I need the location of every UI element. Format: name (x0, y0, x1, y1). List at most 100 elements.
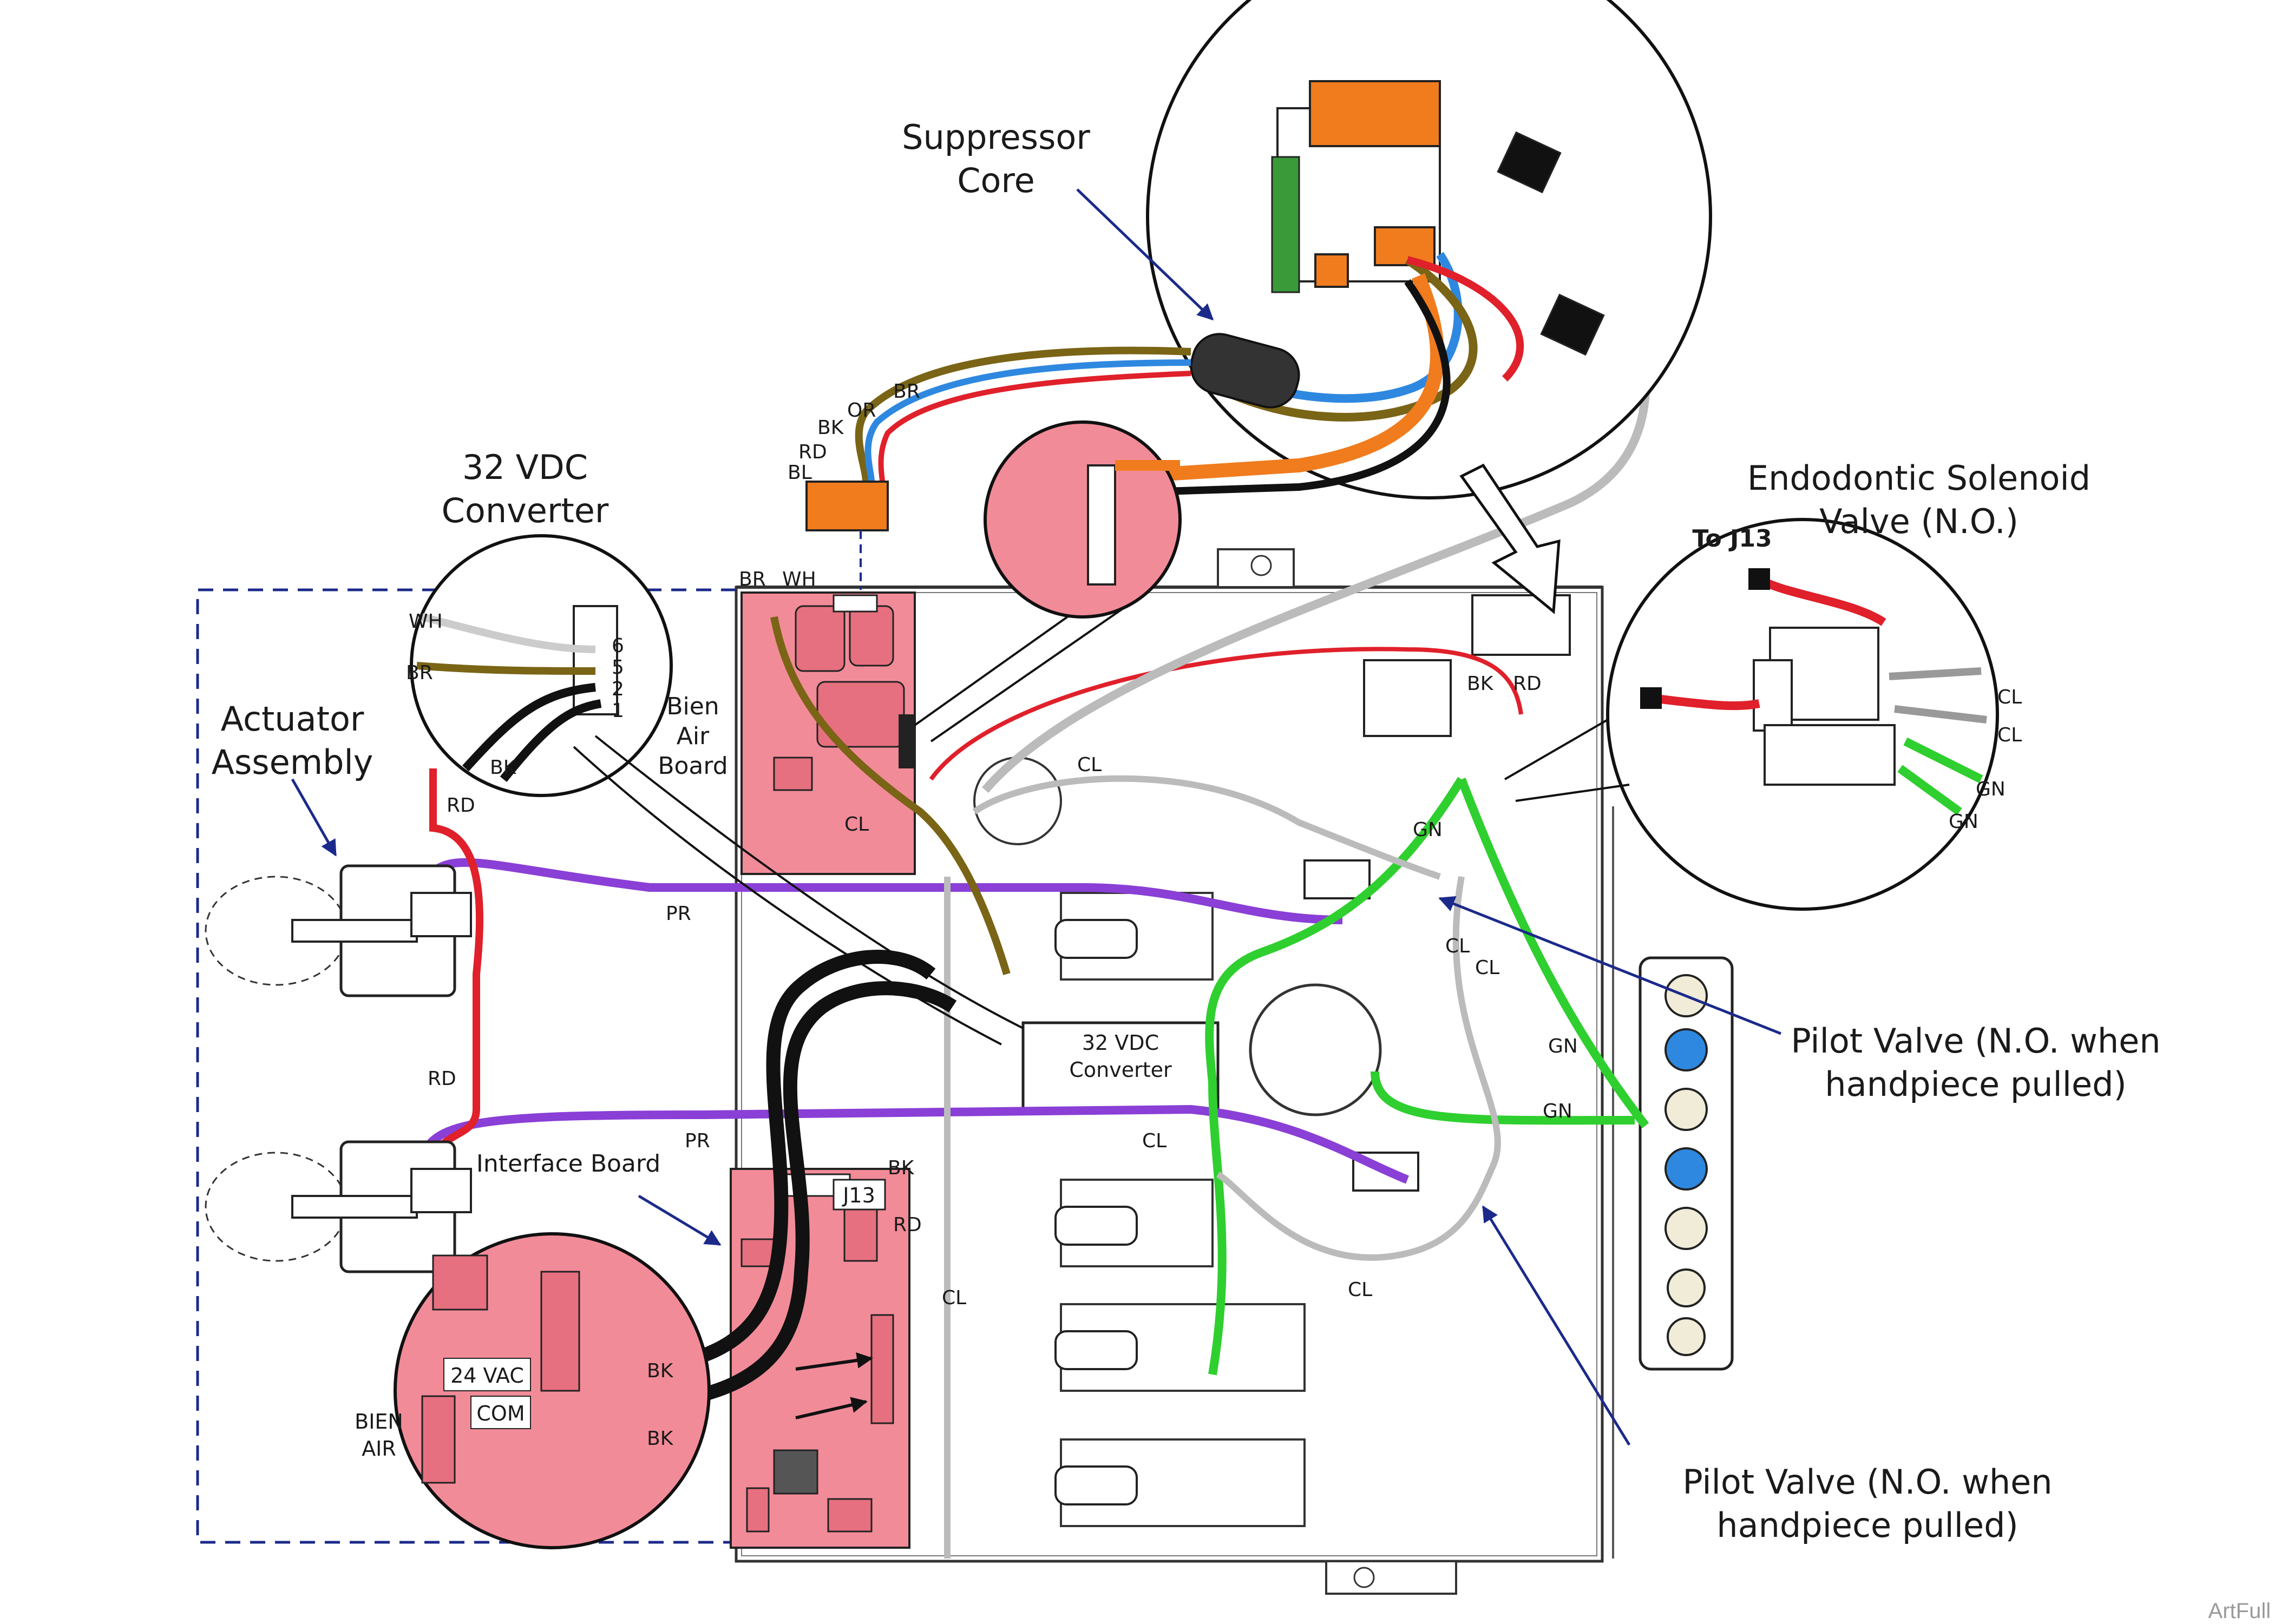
watermark: ArtFull (2208, 1599, 2271, 1623)
converter-box-label-1: 32 VDC (1082, 1031, 1159, 1055)
wire-label-bk-24vac: BK (647, 1360, 674, 1382)
callout-bien-air-2: Air (677, 722, 710, 750)
valve-stack-1 (1054, 892, 1214, 981)
wire-label-gn-1: GN (1413, 819, 1443, 841)
callout-endodontic-2: Valve (N.O.) (1819, 502, 2019, 541)
wire-label-gn-2: GN (1548, 1035, 1578, 1057)
callout-lines (291, 188, 1781, 1446)
callout-converter-1: 32 VDC (462, 448, 588, 487)
inset-wire-wh: WH (409, 610, 443, 633)
label-24vac: 24 VAC (450, 1364, 524, 1388)
endo-wire-gn-2: GN (1949, 811, 1978, 833)
callout-interface-board: Interface Board (476, 1150, 660, 1178)
pin-1: 1 (612, 700, 624, 722)
valve-stack-3 (1054, 1303, 1306, 1392)
wire-label-cl-4: CL (1348, 1279, 1372, 1301)
wire-label-cl-2: CL (1142, 1130, 1167, 1152)
wire-label-cl-1: CL (1077, 754, 1102, 776)
converter-32vdc-box: 32 VDC Converter (1021, 1021, 1220, 1111)
wire-black-to-connector (1131, 279, 1451, 496)
chassis-tab-bottom (1325, 1560, 1457, 1595)
wire-label-pr-2: PR (685, 1130, 710, 1152)
wire-pr-upper (418, 858, 1343, 924)
wire-label-br-top: BR (893, 380, 920, 403)
wire-label-bk-solenoid: BK (1467, 673, 1494, 695)
wire-label-bl: BL (788, 462, 812, 484)
wire-harness-bl (864, 359, 1191, 482)
callout-pilot-lower-2: handpiece pulled) (1716, 1505, 2018, 1545)
wire-harness-br (855, 346, 1191, 482)
callout-pilot-upper-1: Pilot Valve (N.O. when (1791, 1021, 2160, 1061)
label-com: COM (476, 1402, 525, 1425)
inset-wire-bk: BK (490, 757, 517, 779)
valve-stack-4 (1054, 1438, 1306, 1527)
callout-suppressor-2: Core (957, 161, 1035, 200)
endo-wire-cl-1: CL (1997, 686, 2022, 708)
wire-label-bk-top: BK (817, 417, 844, 439)
inset-connector-zoom (914, 420, 1182, 742)
wire-label-cl-3: CL (942, 1287, 966, 1309)
wire-label-bk-com: BK (647, 1428, 674, 1450)
actuator-assembly-lower (205, 1140, 472, 1273)
callout-pilot-upper-2: handpiece pulled) (1825, 1064, 2126, 1104)
wire-label-or: OR (847, 399, 876, 422)
wire-cl-top (972, 775, 1441, 880)
wire-label-rd-actuator-2: RD (428, 1068, 456, 1090)
actuator-assembly-upper (205, 864, 472, 997)
callout-endodontic-1: Endodontic Solenoid (1747, 458, 2090, 498)
wire-label-rd-j13: RD (893, 1214, 922, 1236)
callout-actuator-2: Assembly (212, 742, 373, 782)
label-bien-air-inset-2: AIR (362, 1437, 396, 1461)
wire-gn-main (1205, 777, 1465, 1376)
wire-br-bundle (770, 616, 1011, 976)
callout-actuator-1: Actuator (221, 699, 364, 739)
j13-box (833, 1179, 886, 1211)
inset-32vdc-converter: 6 5 2 1 WH BR BK (406, 534, 1024, 1046)
endo-wire-gn-1: GN (1976, 778, 2006, 800)
wire-cl-mid (1216, 876, 1501, 1261)
wire-label-br-board: BR (739, 568, 766, 590)
wire-gn-right (1457, 778, 1649, 1128)
filter-circle-upper (1249, 983, 1382, 1116)
arrow-com (795, 1397, 868, 1419)
inset-wire-br: BR (406, 662, 433, 684)
pin-5: 5 (612, 656, 624, 679)
wire-label-cl-6: CL (1475, 957, 1499, 979)
inset-endodontic-solenoid: To J13 CL CL GN GN (1504, 518, 2022, 911)
interface-board (730, 1168, 910, 1549)
wire-label-rd-solenoid: RD (1513, 673, 1542, 695)
orange-harness-connector (805, 481, 889, 531)
wire-harness-rd (878, 371, 1191, 482)
endodontic-solenoid-on-chassis (1363, 594, 1571, 737)
suppressor-core-ferrite (1190, 333, 1300, 409)
wire-rd-actuator (429, 768, 484, 1160)
handpiece-holder-panel (1639, 956, 1734, 1371)
chassis-tab-top (1217, 548, 1295, 588)
pin-2: 2 (612, 678, 624, 700)
callout-suppressor-1: Suppressor (902, 117, 1090, 157)
pin-6: 6 (612, 635, 624, 657)
arrow-24vac (795, 1352, 873, 1371)
wire-label-gn-3: GN (1543, 1100, 1572, 1122)
callout-bien-air-3: Board (658, 752, 728, 780)
wire-label-cl-5: CL (1445, 935, 1470, 957)
callout-converter-2: Converter (442, 491, 609, 530)
label-bien-air-inset-1: BIEN (355, 1410, 403, 1434)
wire-pr-lower (418, 1104, 1409, 1184)
callout-pilot-lower-1: Pilot Valve (N.O. when (1682, 1462, 2052, 1502)
arrow-suppressor-to-chassis (1459, 463, 1561, 614)
wire-label-wh-board: WH (782, 568, 816, 590)
wire-label-cl-board: CL (844, 813, 869, 836)
wire-label-bk-j13: BK (888, 1157, 915, 1179)
label-j13: J13 (842, 1184, 875, 1207)
inset-suppressor-core (1146, 0, 1712, 499)
inset-24vac: 24 VAC COM BIEN AIR (355, 1232, 711, 1549)
endo-wire-cl-2: CL (1997, 724, 2022, 746)
label-to-j13: To J13 (1692, 525, 1772, 553)
valve-stack-2 (1054, 1179, 1214, 1267)
wire-red-lead (929, 647, 1523, 781)
pilot-valve-upper-body (1303, 859, 1371, 899)
wire-label-pr-1: PR (666, 903, 691, 925)
converter-box-label-2: Converter (1069, 1058, 1172, 1082)
